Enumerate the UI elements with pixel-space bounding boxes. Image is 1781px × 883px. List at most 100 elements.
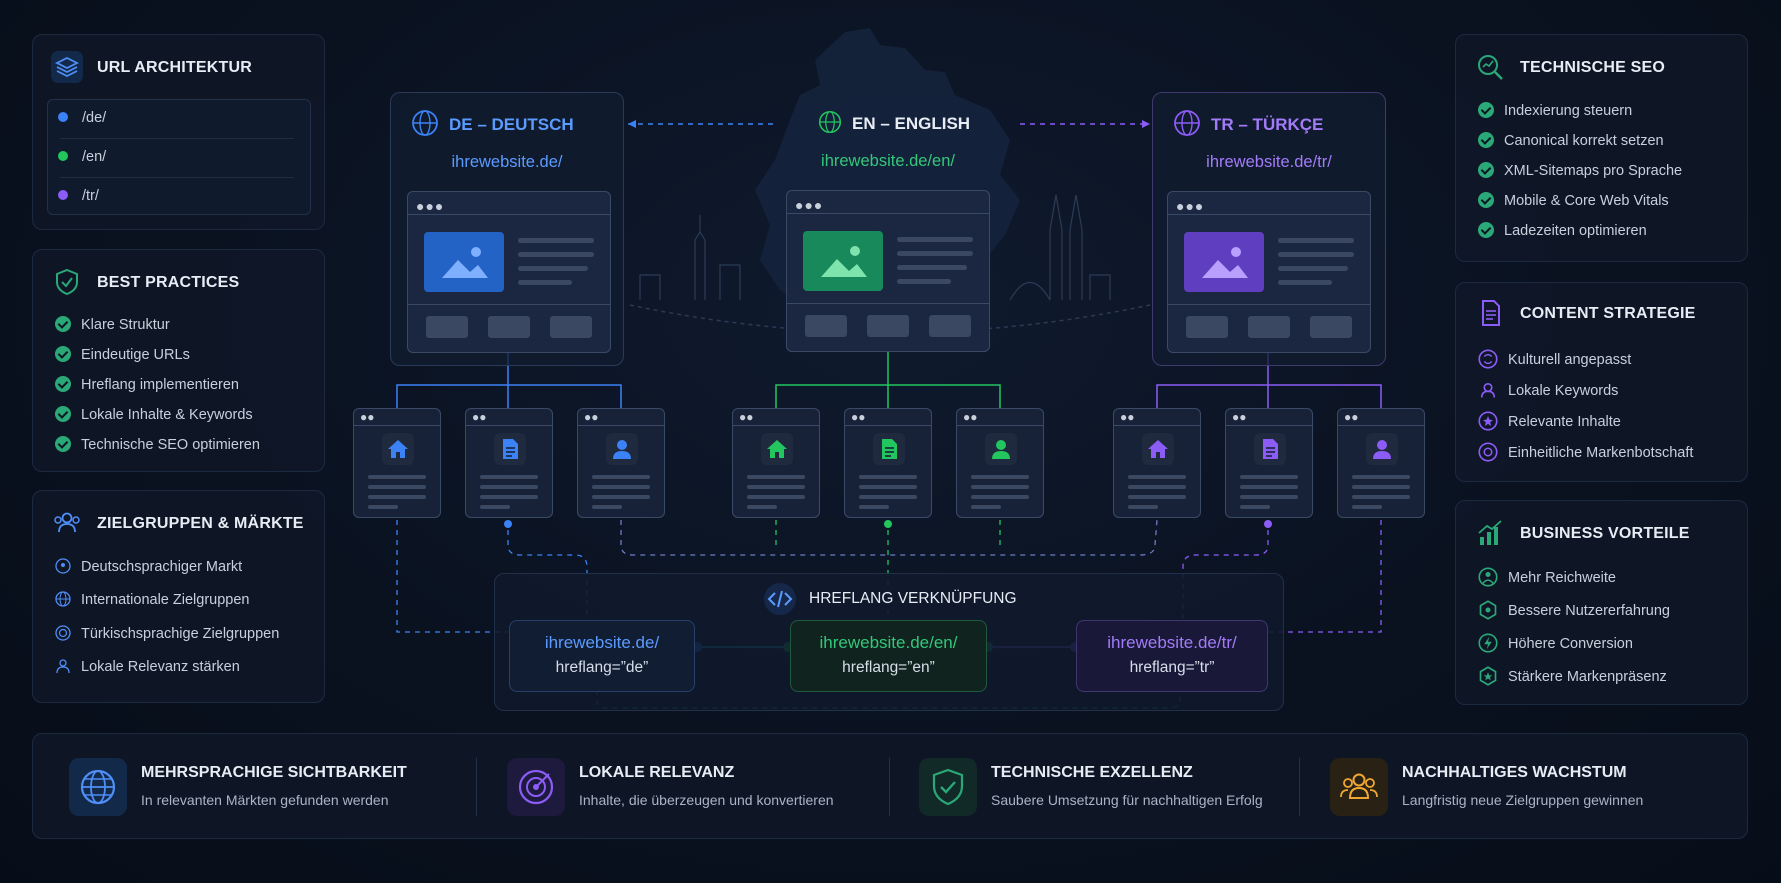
- path-en: /en/: [58, 149, 106, 165]
- page-icon: [873, 433, 905, 465]
- subpage-de-home: ●●: [353, 408, 441, 518]
- person-pin-icon: [56, 659, 70, 674]
- subpage-tr-user: ●●: [1337, 408, 1425, 518]
- growth-chart-icon: [1478, 520, 1502, 545]
- content-item: Relevante Inhalte: [1478, 411, 1621, 431]
- best-practices-panel: BEST PRACTICES Klare Struktur Eindeutige…: [32, 249, 325, 472]
- globe-icon: [55, 591, 71, 607]
- panel-title: TECHNISCHE SEO: [1520, 59, 1666, 76]
- window-dots-icon: ●●●: [795, 197, 824, 213]
- page-icon: [494, 433, 526, 465]
- url-path-list: /de/ /en/ /tr/: [47, 99, 311, 215]
- best-practice-item: Technische SEO optimieren: [55, 436, 260, 453]
- zielgruppe-item: Deutschsprachiger Markt: [55, 558, 242, 575]
- target-icon: [507, 758, 565, 816]
- business-item: Stärkere Markenpräsenz: [1478, 666, 1667, 686]
- hreflang-box-de: ihrewebsite.de/ hreflang=”de”: [509, 620, 695, 692]
- seo-item: Indexierung steuern: [1478, 102, 1632, 119]
- layers-icon: [51, 51, 83, 83]
- skyline-left: [639, 215, 741, 300]
- users-icon: [1480, 382, 1496, 398]
- skyline-arc: [629, 304, 1151, 334]
- content-strategie-panel: CONTENT STRATEGIE Kulturell angepasst Lo…: [1455, 282, 1748, 482]
- lang-url[interactable]: ihrewebsite.de/: [451, 153, 563, 171]
- reach-icon: [1478, 567, 1498, 587]
- lang-card-en: EN – ENGLISH ihrewebsite.de/en/ ●●●: [770, 92, 1006, 366]
- content-item: Lokale Keywords: [1478, 380, 1618, 400]
- hexagon-user-icon: [1479, 600, 1497, 620]
- zielgruppe-item: Internationale Zielgruppen: [55, 591, 249, 608]
- subpage-en-home: ●●: [732, 408, 820, 518]
- hreflang-title: HREFLANG VERKNÜPFUNG: [809, 590, 1017, 607]
- users-icon: [54, 512, 80, 533]
- shield-star-icon: [1479, 666, 1497, 686]
- window-dots-icon: ●●●: [1176, 198, 1205, 214]
- hreflang-url[interactable]: ihrewebsite.de/tr/: [1107, 633, 1237, 652]
- skyline-right: [1009, 194, 1111, 301]
- subpage-en-page: ●●: [844, 408, 932, 518]
- location-icon: [55, 558, 71, 574]
- browser-mockup: ●●●: [407, 191, 611, 353]
- subpage-de-page: ●●: [465, 408, 553, 518]
- panel-title: ZIELGRUPPEN & MÄRKTE: [97, 515, 304, 532]
- hreflang-url[interactable]: ihrewebsite.de/: [544, 633, 660, 652]
- home-icon: [382, 433, 414, 465]
- lang-url[interactable]: ihrewebsite.de/tr/: [1206, 153, 1332, 171]
- content-item: Kulturell angepasst: [1478, 349, 1631, 369]
- image-placeholder-icon: [1184, 232, 1264, 292]
- subpage-de-user: ●●: [577, 408, 665, 518]
- brand-icon: [1478, 442, 1498, 462]
- lang-title: DE – DEUTSCH: [449, 115, 574, 134]
- document-icon: [1482, 300, 1500, 326]
- content-item: Einheitliche Markenbotschaft: [1478, 442, 1693, 462]
- best-practice-item: Hreflang implementieren: [55, 376, 239, 393]
- window-dots-icon: ●●●: [416, 198, 445, 214]
- seo-item: Mobile & Core Web Vitals: [1478, 192, 1669, 209]
- technische-seo-panel: TECHNISCHE SEO Indexierung steuern Canon…: [1455, 34, 1748, 262]
- path-de: /de/: [58, 110, 106, 126]
- path-tr: /tr/: [58, 188, 99, 204]
- lang-title: TR – TÜRKÇE: [1211, 115, 1324, 134]
- globe-icon: [818, 110, 842, 134]
- globe-icon: [1174, 110, 1200, 136]
- search-analytics-icon: [1478, 55, 1503, 80]
- team-icon: [1330, 758, 1388, 816]
- image-placeholder-icon: [803, 231, 883, 291]
- business-item: Höhere Conversion: [1478, 633, 1633, 653]
- panel-title: CONTENT STRATEGIE: [1520, 305, 1696, 322]
- panel-title: URL ARCHITEKTUR: [97, 59, 252, 76]
- panel-title: BEST PRACTICES: [97, 274, 240, 291]
- hreflang-attr: hreflang=”en”: [842, 659, 935, 676]
- zielgruppen-panel: ZIELGRUPPEN & MÄRKTE Deutschsprachiger M…: [32, 490, 325, 703]
- user-icon: [985, 433, 1017, 465]
- home-icon: [761, 433, 793, 465]
- hreflang-attr: hreflang=”de”: [555, 659, 649, 676]
- best-practice-item: Eindeutige URLs: [55, 346, 190, 363]
- subpage-en-user: ●●: [956, 408, 1044, 518]
- star-badge-icon: [1478, 411, 1498, 431]
- lang-title: EN – ENGLISH: [852, 114, 971, 133]
- footer-bar: MEHRSPRACHIGE SICHTBARKEIT In relevanten…: [32, 733, 1748, 839]
- page-icon: [1254, 433, 1286, 465]
- hreflang-url[interactable]: ihrewebsite.de/en/: [819, 633, 958, 652]
- best-practice-item: Klare Struktur: [55, 316, 170, 333]
- url-architektur-panel: URL ARCHITEKTUR /de/ /en/ /tr/: [32, 34, 325, 230]
- brain-icon: [1478, 349, 1498, 369]
- home-icon: [1142, 433, 1174, 465]
- best-practice-item: Lokale Inhalte & Keywords: [55, 406, 253, 423]
- globe-icon: [412, 110, 438, 136]
- subpage-tr-page: ●●: [1225, 408, 1313, 518]
- lang-url[interactable]: ihrewebsite.de/en/: [821, 152, 955, 170]
- user-icon: [1366, 433, 1398, 465]
- business-item: Mehr Reichweite: [1478, 567, 1616, 587]
- seo-item: Ladezeiten optimieren: [1478, 222, 1647, 239]
- business-vorteile-panel: BUSINESS VORTEILE Mehr Reichweite Besser…: [1455, 500, 1748, 705]
- panel-title: BUSINESS VORTEILE: [1520, 525, 1690, 542]
- seo-item: Canonical korrekt setzen: [1478, 132, 1664, 149]
- lang-card-tr: TR – TÜRKÇE ihrewebsite.de/tr/ ●●●: [1152, 92, 1386, 366]
- code-icon: [764, 583, 796, 615]
- browser-mockup: ●●●: [786, 190, 990, 352]
- shield-check-icon: [56, 268, 78, 296]
- lang-card-de: DE – DEUTSCH ihrewebsite.de/ ●●●: [390, 92, 624, 366]
- seo-item: XML-Sitemaps pro Sprache: [1478, 162, 1682, 179]
